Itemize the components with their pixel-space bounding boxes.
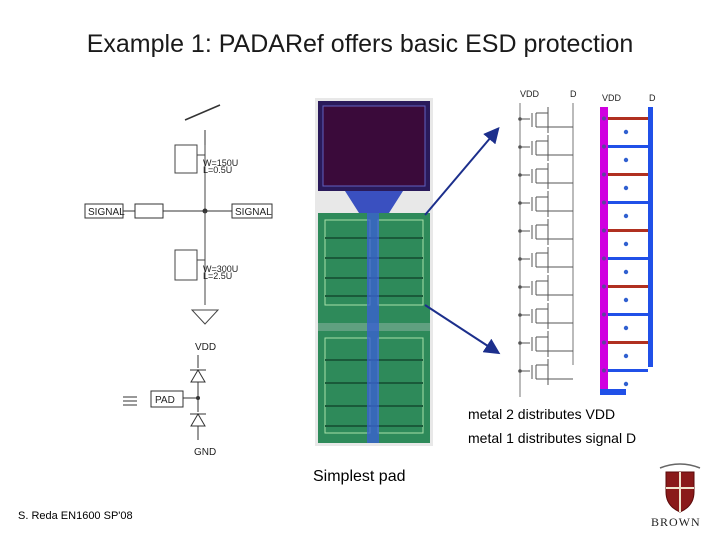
metal2-vdd-rail xyxy=(600,107,608,395)
protection-device-top xyxy=(174,144,198,174)
slide-title: Example 1: PADARef offers basic ESD prot… xyxy=(86,30,634,58)
metal-strap-center xyxy=(367,213,379,443)
transistor-symbol xyxy=(518,219,573,245)
series-resistor xyxy=(134,203,164,219)
via-contact xyxy=(623,157,629,163)
transistor-stack xyxy=(518,107,573,385)
transistor-array-detail: VDD D VDD D xyxy=(518,89,656,397)
via-contact xyxy=(623,185,629,191)
esd-schematic: W=150U L=0.5U SIGNAL SIGNAL W=300U L=2.5… xyxy=(84,104,273,458)
brown-logo: BROWN xyxy=(651,463,701,529)
metal1-d-rail xyxy=(648,107,653,367)
via-contact xyxy=(623,129,629,135)
transistor-symbol xyxy=(518,303,573,329)
transistor-symbol xyxy=(518,191,573,217)
device-annotation: W=300U xyxy=(203,264,238,274)
protection-device-bottom xyxy=(174,249,198,281)
device-annotation: W=150U xyxy=(203,158,238,168)
device-annotation: L=2.5U xyxy=(203,271,232,281)
via-contact xyxy=(602,116,606,121)
transistor-symbol xyxy=(518,163,573,189)
via-contact xyxy=(623,325,629,331)
pad-box xyxy=(150,390,184,408)
logo-wreath xyxy=(659,463,701,469)
device-annotation: L=0.5U xyxy=(203,165,232,175)
metal-finger xyxy=(608,257,648,260)
metal-finger xyxy=(608,145,648,148)
circuit-d-left-label: D xyxy=(570,89,577,99)
via-contact xyxy=(623,269,629,275)
transistor-symbol xyxy=(518,359,573,385)
signal-right-label: SIGNAL xyxy=(235,207,272,218)
logo-text: BROWN xyxy=(651,515,701,529)
circuit-d-right-label: D xyxy=(649,93,656,103)
metal-finger xyxy=(608,285,648,288)
metal-finger xyxy=(608,313,648,316)
signal-right-box xyxy=(231,203,273,219)
pad-connection xyxy=(345,191,403,213)
circuit-vdd-left-label: VDD xyxy=(520,89,540,99)
ground-symbol xyxy=(190,309,220,325)
diode-bottom-icon xyxy=(190,413,206,427)
diode-top-icon xyxy=(190,369,206,383)
via-contact xyxy=(623,213,629,219)
pad-label: PAD xyxy=(155,395,175,406)
zoom-arrow-bottom xyxy=(424,304,501,355)
metal-fingers xyxy=(602,116,648,387)
metal-finger xyxy=(608,369,648,372)
transistor-symbol xyxy=(518,247,573,273)
bond-pad-metal xyxy=(322,105,426,187)
via-contact xyxy=(602,144,606,149)
via-contact xyxy=(602,228,606,233)
via-contact xyxy=(602,200,606,205)
schematic-wire-top xyxy=(184,104,221,121)
via-contact xyxy=(623,353,629,359)
gnd-label: GND xyxy=(194,447,216,458)
via-contact xyxy=(602,172,606,177)
signal-left-label: SIGNAL xyxy=(88,207,125,218)
metal-finger xyxy=(608,117,648,120)
vdd-label: VDD xyxy=(195,342,216,353)
transistor-symbol xyxy=(518,331,573,357)
transistor-symbol xyxy=(518,135,573,161)
metal-finger xyxy=(608,173,648,176)
via-contact xyxy=(602,340,606,345)
via-contact xyxy=(602,284,606,289)
metal1-bottom-strap xyxy=(600,389,626,395)
metal-finger xyxy=(608,341,648,344)
via-contact xyxy=(623,297,629,303)
zoom-arrow-top xyxy=(424,126,500,216)
via-contact xyxy=(602,368,606,373)
caption-simplest-pad: Simplest pad xyxy=(313,468,406,485)
circuit-vdd-right-label: VDD xyxy=(602,93,622,103)
transistor-symbol xyxy=(518,107,573,133)
transistor-symbol xyxy=(518,275,573,301)
zoom-arrows xyxy=(424,126,501,355)
pad-layout xyxy=(315,98,433,446)
metal-finger xyxy=(608,229,648,232)
via-contact xyxy=(623,381,629,387)
footer-credit: S. Reda EN1600 SP'08 xyxy=(18,510,133,522)
via-contact xyxy=(602,312,606,317)
caption-metal2: metal 2 distributes VDD xyxy=(468,406,616,422)
via-contact xyxy=(623,241,629,247)
caption-metal1: metal 1 distributes signal D xyxy=(468,430,637,446)
metal-finger xyxy=(608,201,648,204)
via-contact xyxy=(602,256,606,261)
